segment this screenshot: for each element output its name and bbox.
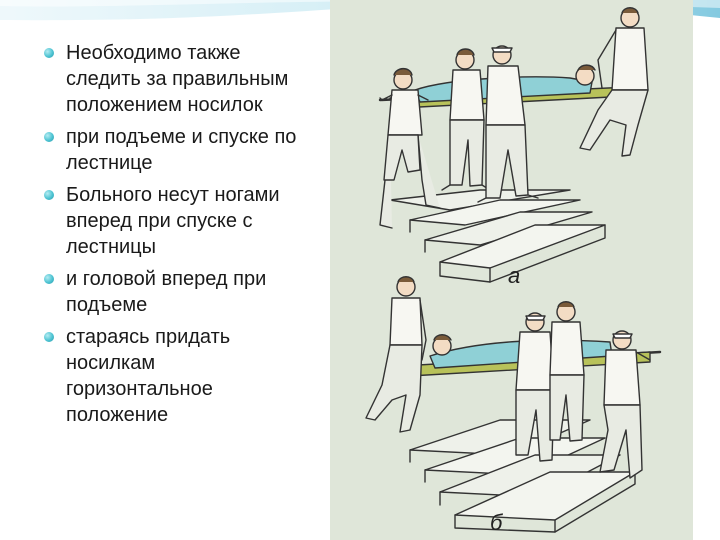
bullet-item: стараясь придать носилкам горизонтальное… (40, 324, 300, 428)
bullet-list: Необходимо также следить за правильным п… (40, 40, 300, 434)
bullet-item: Необходимо также следить за правильным п… (40, 40, 300, 118)
bullet-text: при подъеме и спуске по лестнице (66, 126, 297, 174)
bullet-text: Необходимо также следить за правильным п… (66, 42, 289, 116)
bottom-carrier-right (599, 330, 651, 479)
bullet-item: и головой вперед при подъеме (40, 266, 300, 318)
bullet-dot-icon (44, 132, 54, 142)
figure-label-a: а (508, 263, 520, 288)
figure-label-b: б (490, 510, 504, 535)
bullet-dot-icon (44, 274, 54, 284)
bullet-dot-icon (44, 48, 54, 58)
bullet-item: Больного несут ногами вперед при спуске … (40, 182, 300, 260)
bullet-text: стараясь придать носилкам горизонтальное… (66, 326, 231, 426)
stretcher-illustration: а б (365, 7, 662, 535)
illustration-panel: а б (330, 0, 693, 540)
top-carrier-middle-1 (441, 48, 491, 191)
bottom-carrier-middle-2 (549, 301, 585, 442)
bullet-text: Больного несут ногами вперед при спуске … (66, 184, 280, 258)
bullet-item: при подъеме и спуске по лестнице (40, 124, 300, 176)
bullet-dot-icon (44, 332, 54, 342)
top-carrier-left (379, 67, 441, 229)
top-carrier-middle-2 (477, 45, 539, 203)
bullet-dot-icon (44, 190, 54, 200)
bullet-text: и головой вперед при подъеме (66, 268, 267, 316)
top-carrier-right (579, 7, 649, 157)
bottom-carrier-left (365, 276, 427, 433)
top-stairs (389, 189, 606, 283)
